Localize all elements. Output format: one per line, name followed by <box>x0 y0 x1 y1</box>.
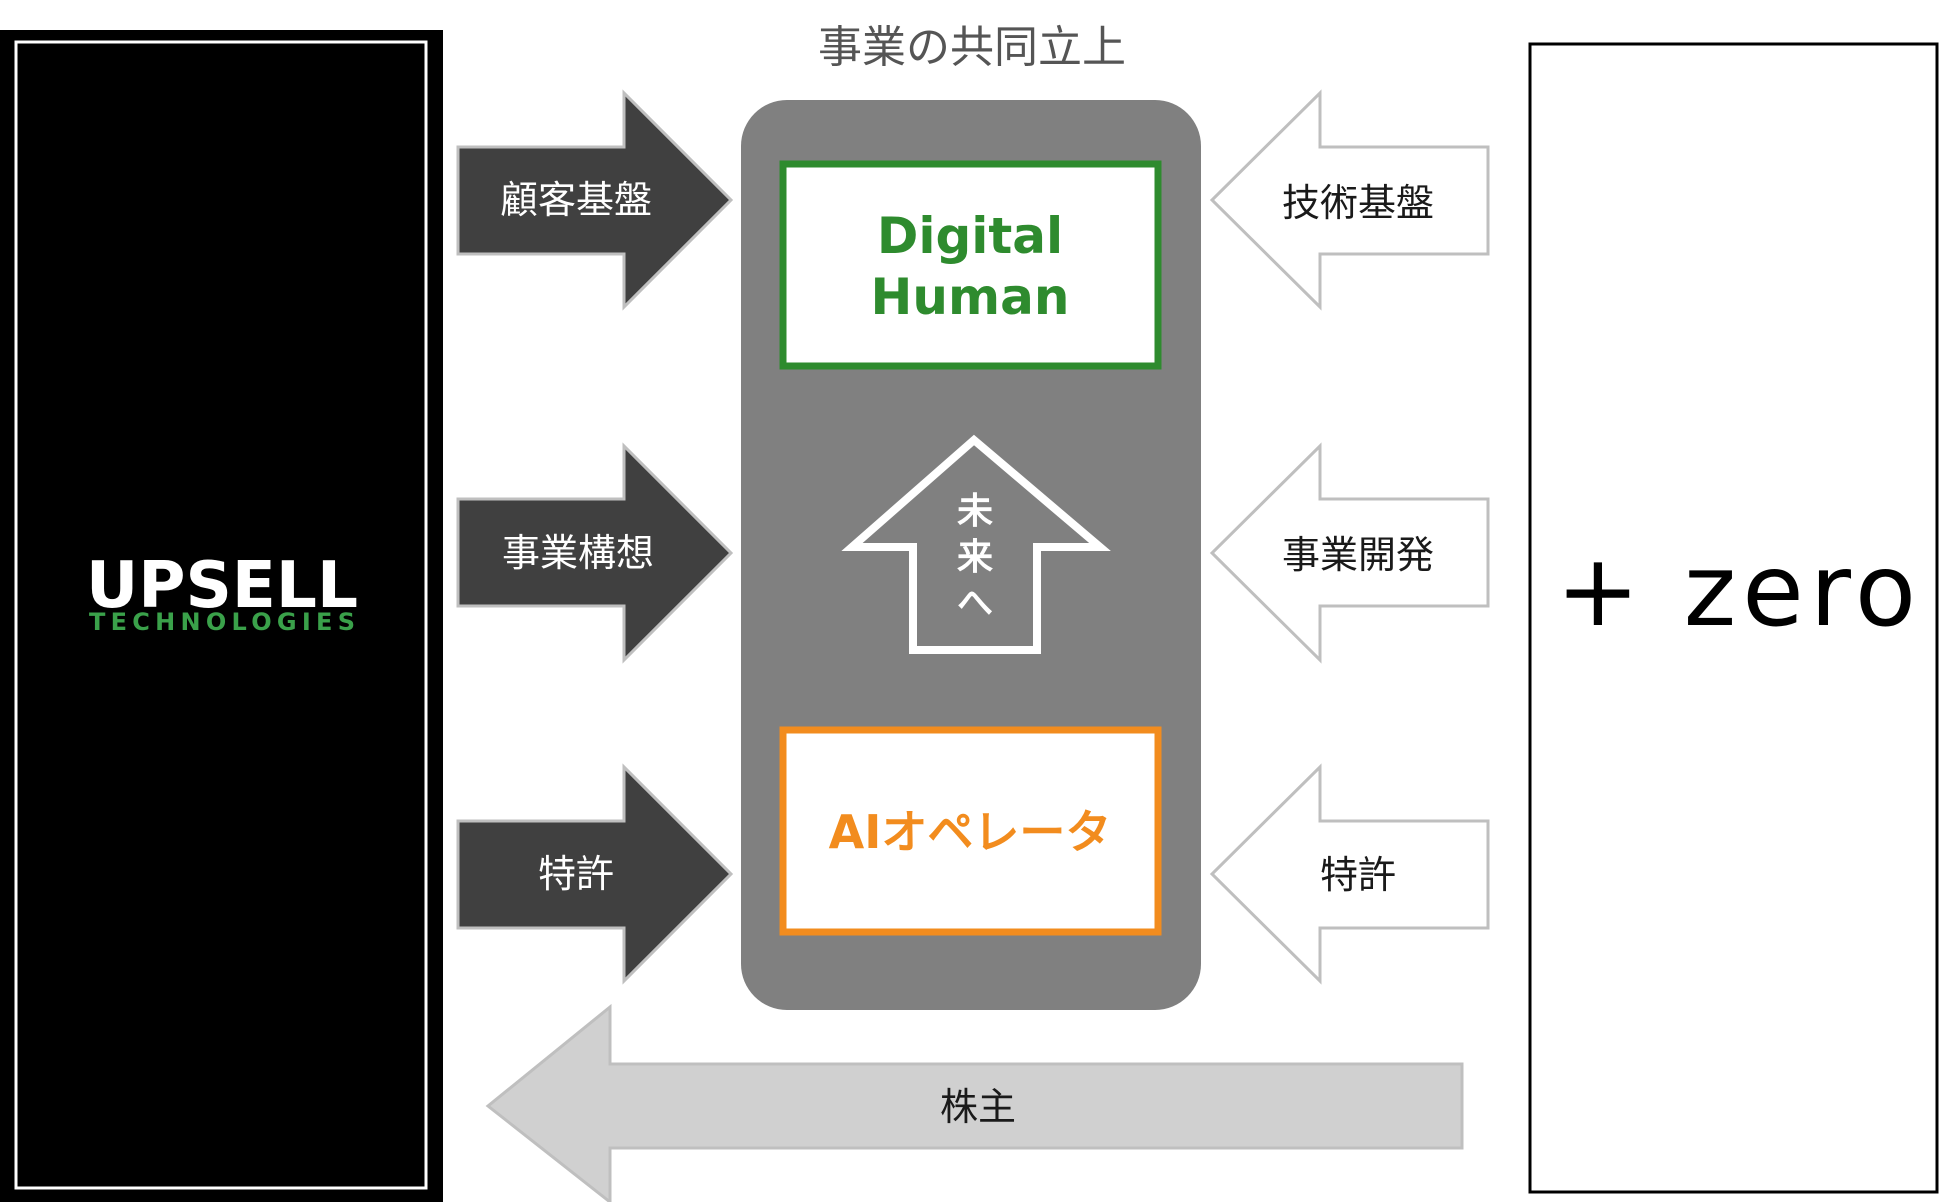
future-char-3: へ <box>957 583 993 624</box>
left-arrow-customer-base: 顧客基盤 <box>456 89 734 311</box>
ai-operator-label: AIオペレータ <box>829 805 1112 859</box>
digital-human-line1: Digital <box>877 207 1063 265</box>
zero-logo: + zero <box>1556 532 1916 649</box>
diagram-title: 事業の共同立上 <box>818 22 1126 73</box>
upsell-logo-sub: TECHNOLOGIES <box>89 608 355 636</box>
digital-human-line2: Human <box>871 268 1070 326</box>
right-arrow-label-2: 事業開発 <box>1282 533 1434 577</box>
left-arrow-label-3: 特許 <box>538 852 614 896</box>
left-arrow-business-concept: 事業構想 <box>456 442 734 664</box>
right-arrow-business-dev: 事業開発 <box>1209 442 1490 664</box>
future-char-1: 未 <box>957 491 993 532</box>
right-arrow-patent: 特許 <box>1209 763 1490 985</box>
upsell-panel: UPSELL TECHNOLOGIES <box>0 30 443 1202</box>
upsell-logo-main: UPSELL <box>86 549 358 623</box>
future-arrow: 未 来 へ <box>841 434 1111 654</box>
future-char-2: 来 <box>957 537 993 578</box>
right-arrow-label-1: 技術基盤 <box>1282 181 1434 225</box>
shareholder-arrow: 株主 <box>485 1003 1464 1202</box>
right-arrow-label-3: 特許 <box>1320 853 1396 897</box>
ai-operator-box: AIオペレータ <box>779 726 1162 936</box>
left-arrow-label-2: 事業構想 <box>502 531 654 575</box>
zero-panel: + zero <box>1528 42 1939 1194</box>
shareholder-label: 株主 <box>940 1085 1016 1129</box>
digital-human-box: Digital Human <box>779 160 1162 370</box>
right-arrow-tech-base: 技術基盤 <box>1209 89 1490 311</box>
left-arrow-label-1: 顧客基盤 <box>500 178 652 222</box>
left-arrow-patent: 特許 <box>456 763 734 985</box>
